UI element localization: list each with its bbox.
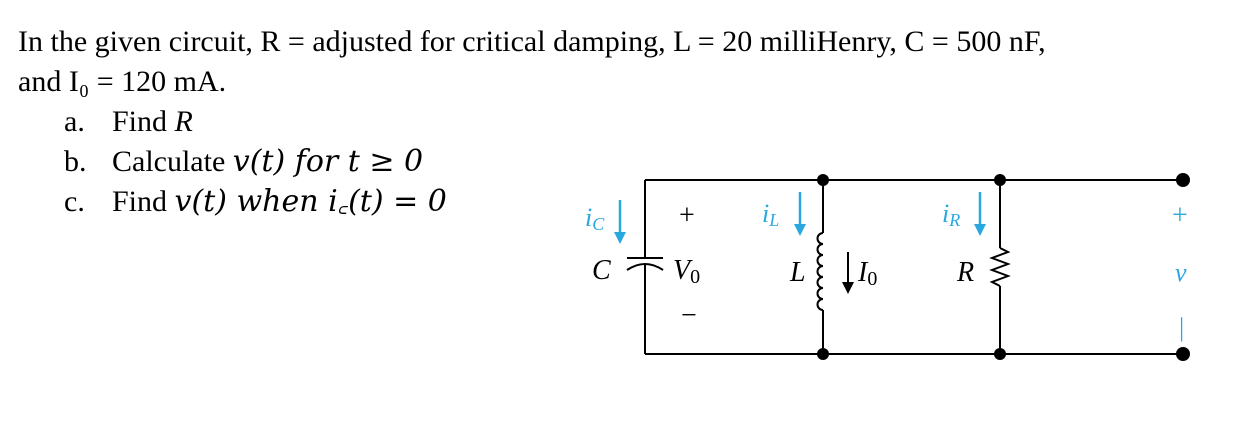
problem-line-2: and I₀ = 120 mA.: [18, 65, 227, 98]
capacitor-label: C: [592, 255, 611, 286]
inductor-label: L: [789, 257, 806, 288]
node-top-inductor: [817, 174, 829, 186]
i0-arrow-head: [842, 282, 854, 294]
part-c: c. Find v(t) when i꜀(t) = 0: [64, 182, 447, 222]
ic-arrow-head: [614, 232, 626, 244]
part-c-text: Find: [112, 185, 175, 218]
part-b-text: Calculate: [112, 145, 233, 178]
output-plus: +: [1172, 200, 1188, 231]
part-a-math: R: [174, 105, 193, 138]
part-b-letter: b.: [64, 145, 87, 178]
part-a: a. Find R: [64, 102, 447, 142]
inductor-coil: [816, 232, 824, 311]
part-c-math: v(t) when i꜀(t) = 0: [174, 184, 447, 219]
part-b: b. Calculate v(t) for t ≥ 0: [64, 142, 447, 182]
node-top-resistor: [994, 174, 1006, 186]
v0-label: V0: [673, 255, 700, 288]
il-arrow-head: [794, 224, 806, 236]
node-bottom-resistor: [994, 348, 1006, 360]
capacitor-minus: −: [681, 300, 697, 331]
part-a-text: Find: [112, 105, 175, 138]
problem-statement: In the given circuit, R = adjusted for c…: [18, 22, 1046, 102]
output-v-label: v: [1175, 258, 1187, 287]
ir-arrow-head: [974, 224, 986, 236]
node-bottom-inductor: [817, 348, 829, 360]
problem-line-1: In the given circuit, R = adjusted for c…: [18, 25, 1046, 58]
question-parts: a. Find R b. Calculate v(t) for t ≥ 0 c. Fi…: [64, 102, 447, 222]
il-label: iL: [762, 199, 779, 230]
output-minus: |: [1179, 313, 1184, 342]
resistor-zigzag: [989, 247, 1011, 287]
ic-label: iC: [585, 203, 605, 234]
output-terminal-top: [1176, 173, 1190, 187]
capacitor-plus: +: [679, 200, 695, 231]
part-b-math: v(t) for t ≥ 0: [232, 144, 424, 179]
part-c-letter: c.: [64, 185, 85, 218]
part-a-letter: a.: [64, 105, 85, 138]
i0-label: I0: [857, 257, 877, 290]
resistor-label: R: [956, 257, 974, 288]
ir-label: iR: [942, 199, 960, 230]
output-terminal-bottom: [1176, 347, 1190, 361]
